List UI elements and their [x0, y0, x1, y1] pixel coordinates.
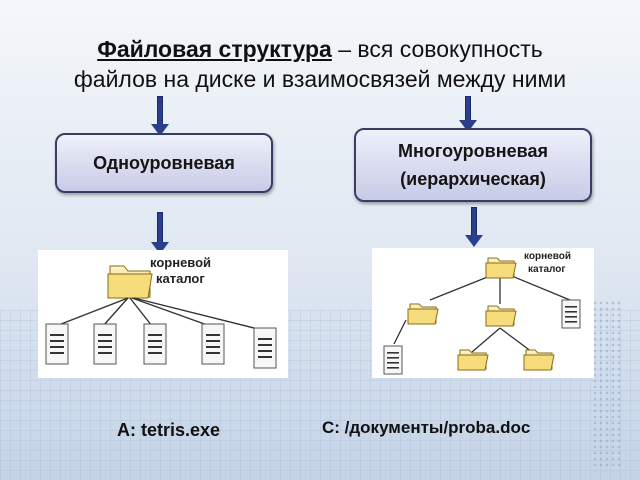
single-level-diagram: корневой каталог: [38, 250, 288, 378]
folder-icon: [457, 349, 489, 371]
folder-icon: [485, 305, 517, 327]
single-level-box: Одноуровневая: [55, 133, 273, 193]
slide-title: Файловая структура – вся совокупность фа…: [0, 34, 640, 94]
background-dots: [592, 300, 622, 470]
multi-level-box: Многоуровневая (иерархическая): [354, 128, 592, 202]
title-rest: – вся совокупность: [331, 36, 543, 62]
single-level-tree: корневой каталог: [45, 255, 277, 369]
file-icon: [201, 323, 225, 365]
root-folder-icon: [485, 257, 517, 279]
multi-level-diagram: корневой каталог: [372, 248, 594, 378]
arrow-to-multi-diagram: [465, 207, 483, 247]
arrow-to-single: [151, 96, 169, 136]
file-icon: [93, 323, 117, 365]
multi-level-sublabel: (иерархическая): [400, 169, 546, 189]
file-icon: [383, 345, 403, 375]
multi-level-tree: корневой каталог: [383, 251, 581, 375]
arrow-to-single-diagram: [151, 212, 169, 254]
file-icon: [45, 323, 69, 365]
file-icon: [561, 299, 581, 329]
file-icon: [143, 323, 167, 365]
root-label-line2: каталог: [156, 271, 205, 286]
file-icon: [253, 327, 277, 369]
title-term: Файловая структура: [97, 36, 332, 62]
multi-level-example: C: /документы/proba.doc: [322, 418, 531, 437]
folder-icon: [407, 303, 439, 325]
root-label-line1: корневой: [150, 255, 211, 270]
root-label-line2: каталог: [528, 264, 566, 275]
multi-level-label: Многоуровневая: [398, 141, 548, 161]
single-level-example: A: tetris.exe: [117, 420, 221, 440]
root-label-line1: корневой: [524, 251, 571, 262]
tree-edges: [55, 297, 263, 331]
folder-icon: [523, 349, 555, 371]
single-level-label: Одноуровневая: [93, 152, 235, 173]
arrow-to-multi: [459, 96, 477, 132]
title-line2: файлов на диске и взаимосвязей между ним…: [73, 66, 567, 92]
root-folder-icon: [107, 265, 153, 299]
